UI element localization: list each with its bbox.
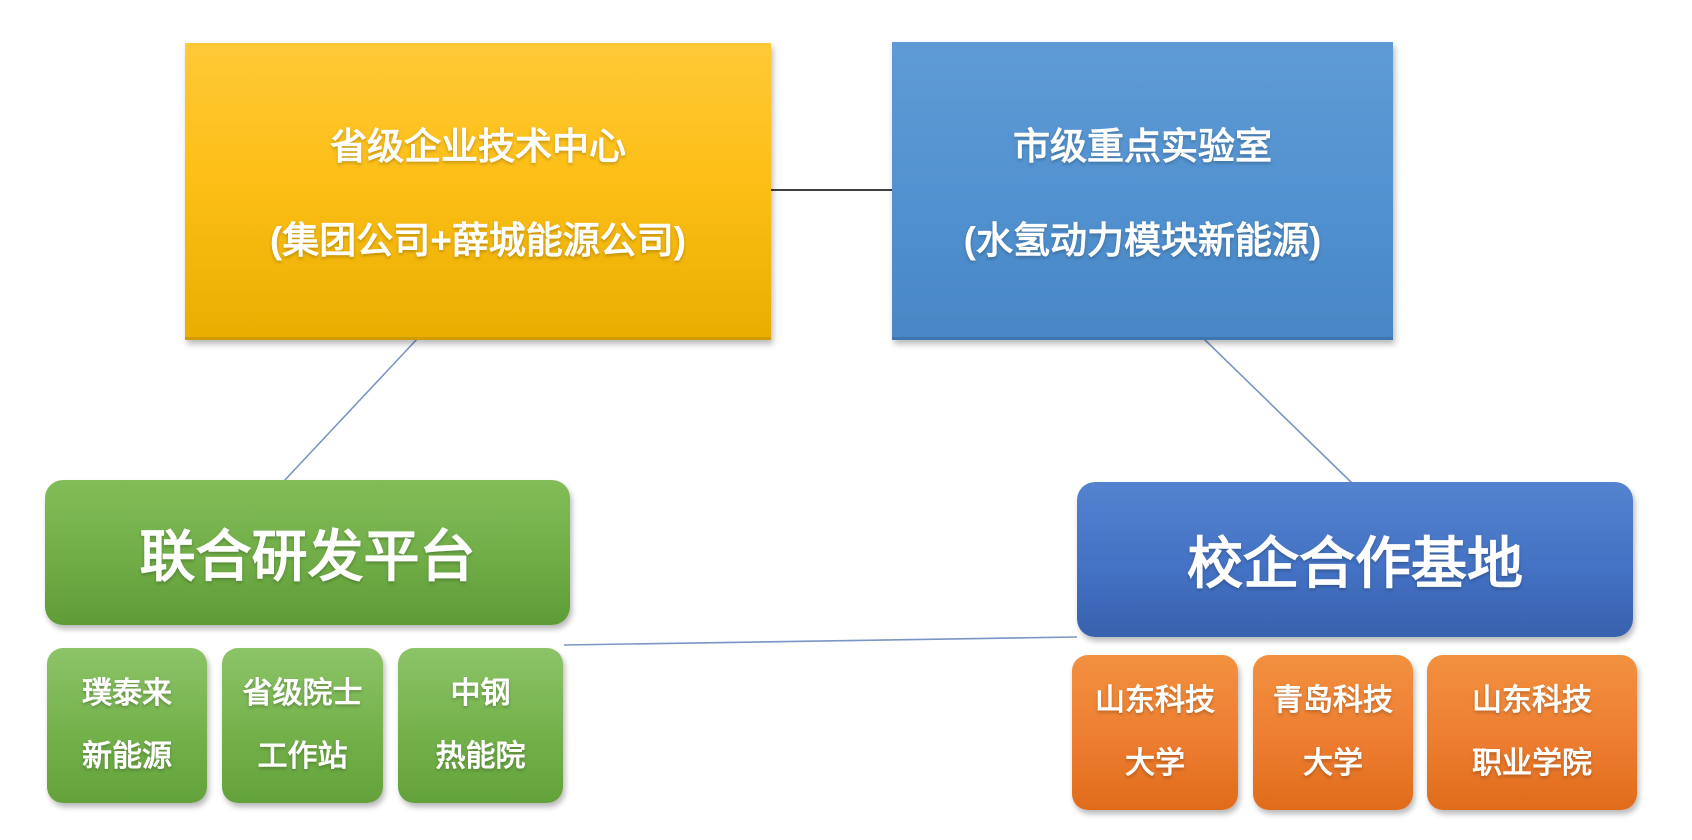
node-sinosteel: 中钢 热能院: [398, 648, 563, 803]
node-rd-platform: 联合研发平台: [45, 480, 570, 625]
node-coop-base: 校企合作基地: [1077, 482, 1633, 637]
connector-techcenter-rdplatform: [283, 337, 419, 482]
putailai-line1: 璞泰来: [82, 677, 172, 710]
tech-center-subtitle: (集团公司+薛城能源公司): [269, 220, 687, 261]
node-qust: 青岛科技 大学: [1253, 655, 1413, 810]
node-key-lab: 市级重点实验室 (水氢动力模块新能源): [892, 42, 1393, 340]
node-tech-center: 省级企业技术中心 (集团公司+薛城能源公司): [185, 43, 771, 340]
coop-base-label: 校企合作基地: [1187, 532, 1523, 595]
connector-keylab-coopbase: [1202, 337, 1353, 484]
qust-line1: 青岛科技: [1273, 684, 1393, 717]
rd-platform-label: 联合研发平台: [139, 525, 476, 588]
node-sdust: 山东科技 大学: [1072, 655, 1238, 810]
sd-vocational-college-line2: 职业学院: [1472, 746, 1592, 780]
node-putailai: 璞泰来 新能源: [47, 648, 207, 803]
node-sd-vocational-college: 山东科技 职业学院: [1427, 655, 1637, 810]
putailai-line2: 新能源: [82, 739, 172, 773]
node-academician-station: 省级院士 工作站: [222, 648, 383, 803]
sdust-line2: 大学: [1125, 746, 1185, 780]
academician-station-line1: 省级院士: [242, 677, 363, 710]
key-lab-title: 市级重点实验室: [1013, 125, 1272, 167]
sinosteel-line1: 中钢: [450, 677, 511, 710]
academician-station-line2: 工作站: [257, 739, 348, 773]
key-lab-subtitle: (水氢动力模块新能源): [963, 219, 1322, 261]
tech-center-title: 省级企业技术中心: [330, 126, 626, 167]
sinosteel-line2: 热能院: [435, 739, 526, 773]
connector-rdplatform-coopbase: [563, 636, 1078, 646]
qust-line2: 大学: [1303, 746, 1363, 780]
sdust-line1: 山东科技: [1095, 684, 1215, 717]
sd-vocational-college-line1: 山东科技: [1472, 684, 1592, 717]
